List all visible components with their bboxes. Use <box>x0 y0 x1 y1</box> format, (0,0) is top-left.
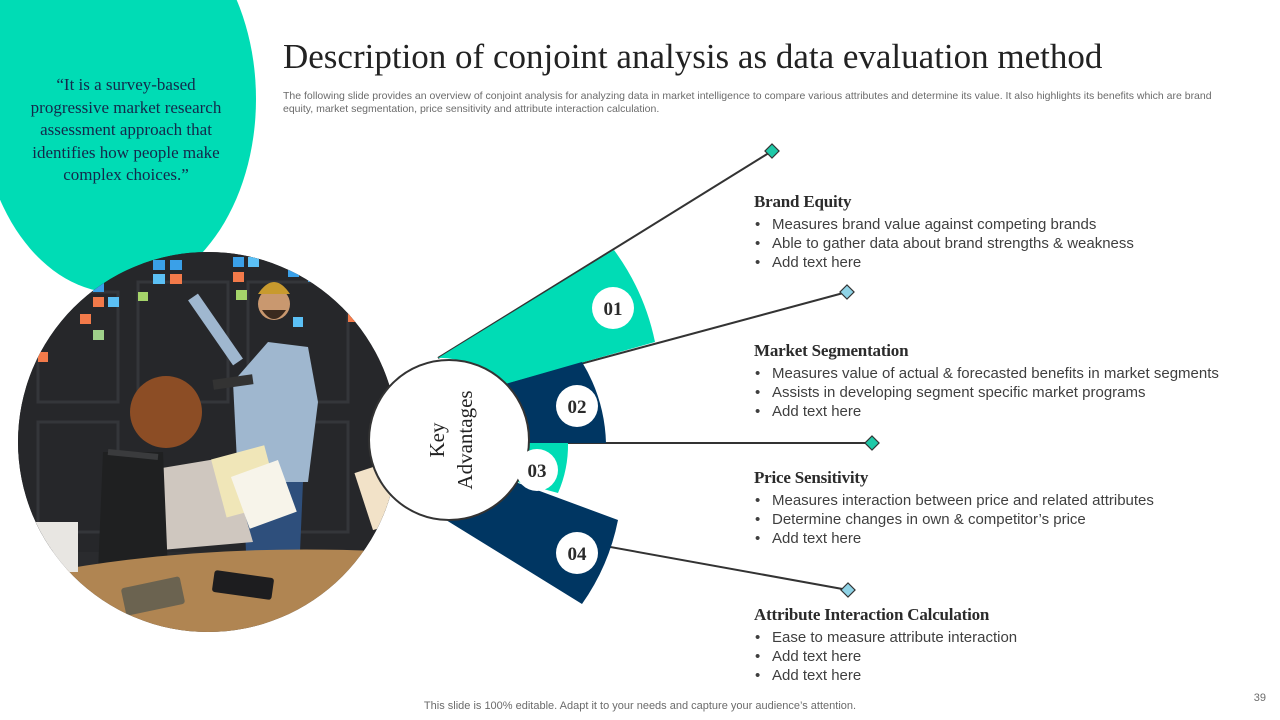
diamond-marker-4 <box>840 582 856 598</box>
advantage-point: Assists in developing segment specific m… <box>754 383 1264 402</box>
advantage-point: Add text here <box>754 402 1264 421</box>
page-number: 39 <box>1253 692 1266 704</box>
advantage-heading: Attribute Interaction Calculation <box>754 605 990 624</box>
number-badge-02 <box>556 385 598 427</box>
advantage-point: Add text here <box>754 666 1264 685</box>
diamond-marker-3 <box>864 435 880 451</box>
slide-footer: This slide is 100% editable. Adapt it to… <box>423 700 857 712</box>
number-badge-03 <box>516 449 558 491</box>
advantage-point: Determine changes in own & competitor’s … <box>754 510 1264 529</box>
number-label-02: 02 <box>568 397 587 418</box>
advantage-heading: Price Sensitivity <box>754 468 869 487</box>
advantage-point: Measures brand value against competing b… <box>754 215 1264 234</box>
diamond-marker-1 <box>764 143 780 159</box>
advantage-point: Measures interaction between price and r… <box>754 491 1264 510</box>
advantage-point: Measures value of actual & forecasted be… <box>754 364 1264 383</box>
meeting-photo <box>18 252 398 632</box>
number-label-01: 01 <box>604 299 623 320</box>
advantage-point: Able to gather data about brand strength… <box>754 234 1264 253</box>
slide-subtitle: The following slide provides an overview… <box>283 90 1212 115</box>
number-badge-01 <box>592 287 634 329</box>
advantage-block-attribute-interaction: Attribute Interaction Calculation Ease t… <box>754 605 1264 685</box>
advantage-point: Ease to measure attribute interaction <box>754 628 1264 647</box>
hub-label-key: Key <box>425 422 449 457</box>
advantage-block-market-segmentation: Market Segmentation Measures value of ac… <box>754 341 1264 421</box>
advantage-point: Add text here <box>754 529 1264 548</box>
number-label-03: 03 <box>528 461 547 482</box>
advantage-heading: Market Segmentation <box>754 341 909 360</box>
number-label-04: 04 <box>568 544 588 565</box>
advantage-block-price-sensitivity: Price Sensitivity Measures interaction b… <box>754 468 1264 548</box>
advantage-block-brand-equity: Brand Equity Measures brand value agains… <box>754 192 1264 272</box>
fan-segment-01 <box>438 250 655 387</box>
advantage-point: Add text here <box>754 253 1264 272</box>
connector-line-1 <box>437 150 773 359</box>
slide-title: Description of conjoint analysis as data… <box>283 37 1103 76</box>
diamond-marker-2 <box>839 284 855 300</box>
hub-circle <box>368 359 530 521</box>
quote-text: “It is a survey-based progressive market… <box>30 75 222 184</box>
hub-label-advantages: Advantages <box>453 390 477 489</box>
number-badge-04 <box>556 532 598 574</box>
advantage-heading: Brand Equity <box>754 192 852 211</box>
advantage-point: Add text here <box>754 647 1264 666</box>
